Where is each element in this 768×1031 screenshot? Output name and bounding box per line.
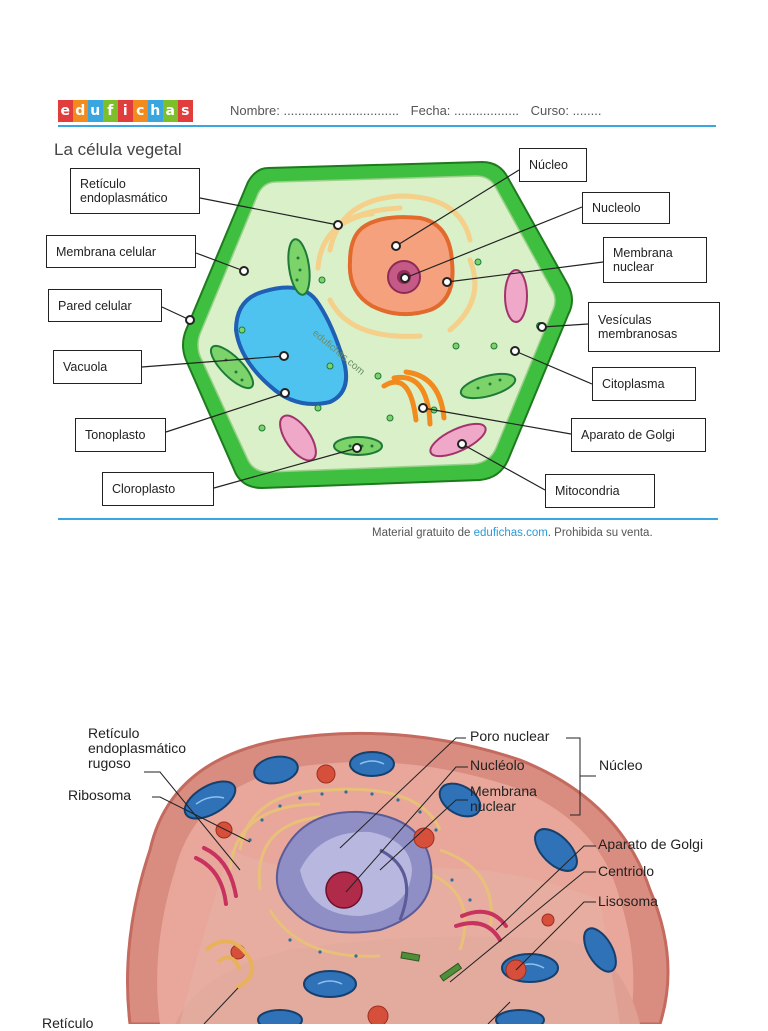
logo-letter: s bbox=[178, 100, 193, 122]
label-golgi-animal: Aparato de Golgi bbox=[598, 836, 704, 852]
nucleus-3d bbox=[276, 810, 433, 934]
plant-cell-diagram: edufichas.com bbox=[141, 160, 604, 491]
footer-text: Material gratuito de edufichas.com. Proh… bbox=[372, 527, 653, 539]
leader-lines bbox=[141, 169, 604, 491]
logo-letter: e bbox=[58, 100, 73, 122]
page-title: La célula vegetal bbox=[54, 140, 182, 159]
label-membrana-nuclear-animal: Membrana nuclear bbox=[470, 783, 537, 814]
label-cloroplasto: Cloroplasto bbox=[102, 472, 214, 506]
label-rer: Retículo endoplasmático rugoso bbox=[88, 725, 187, 771]
label-vesiculas: Vesículas membranosas bbox=[588, 302, 720, 352]
label-centriolo: Centriolo bbox=[598, 863, 655, 879]
label-lisosoma: Lisosoma bbox=[598, 893, 658, 909]
footer-brand: edufichas.com bbox=[473, 527, 548, 539]
label-ribosoma: Ribosoma bbox=[68, 787, 132, 803]
header-divider bbox=[58, 125, 716, 127]
label-vacuola: Vacuola bbox=[53, 350, 142, 384]
golgi-apparatus bbox=[381, 369, 447, 427]
mitochondria bbox=[279, 269, 528, 462]
golgi-animal bbox=[194, 846, 508, 942]
logo-letter: a bbox=[163, 100, 178, 122]
label-reticulo: Retículo endoplasmático bbox=[70, 168, 200, 214]
name-field: Nombre: ................................ bbox=[230, 103, 400, 118]
label-tonoplasto: Tonoplasto bbox=[75, 418, 166, 452]
label-nucleolo-animal: Nucléolo bbox=[470, 757, 525, 773]
logo-letter: i bbox=[118, 100, 133, 122]
label-membrana-celular: Membrana celular bbox=[46, 235, 196, 268]
animal-leader-lines bbox=[144, 737, 596, 1024]
label-nucleo-animal: Núcleo bbox=[599, 757, 643, 773]
vacuole bbox=[233, 285, 348, 406]
label-mitocondria: Mitocondria bbox=[545, 474, 655, 508]
footer-divider bbox=[58, 518, 718, 520]
label-pared-celular: Pared celular bbox=[48, 289, 162, 322]
logo-letter: u bbox=[88, 100, 103, 122]
animal-cell-illustration bbox=[126, 731, 670, 1024]
label-golgi: Aparato de Golgi bbox=[571, 418, 706, 452]
animal-cell-diagram: Retículo endoplasmático rugoso Ribosoma … bbox=[0, 720, 768, 1031]
lysosomes bbox=[215, 764, 555, 1024]
label-citoplasma: Citoplasma bbox=[592, 367, 696, 401]
smooth-er bbox=[204, 939, 254, 990]
pointer-dots bbox=[185, 220, 547, 453]
logo-letter: c bbox=[133, 100, 148, 122]
label-nucleolo: Nucleolo bbox=[582, 192, 670, 224]
ribosomes bbox=[248, 790, 478, 958]
footer-suffix: . Prohibida su venta. bbox=[547, 527, 653, 539]
logo-letter: h bbox=[148, 100, 163, 122]
label-nucleo: Núcleo bbox=[519, 148, 587, 182]
label-poro-nuclear: Poro nuclear bbox=[470, 728, 550, 744]
label-membrana-nuclear: Membrana nuclear bbox=[603, 237, 707, 283]
logo-letter: d bbox=[73, 100, 88, 122]
header-fields: Nombre: ................................… bbox=[230, 103, 609, 118]
footer-prefix: Material gratuito de bbox=[372, 527, 474, 539]
date-field: Fecha: .................. bbox=[410, 103, 520, 118]
course-field: Curso: ........ bbox=[530, 103, 602, 118]
centrioles bbox=[400, 951, 463, 982]
logo-letter: f bbox=[103, 100, 118, 122]
